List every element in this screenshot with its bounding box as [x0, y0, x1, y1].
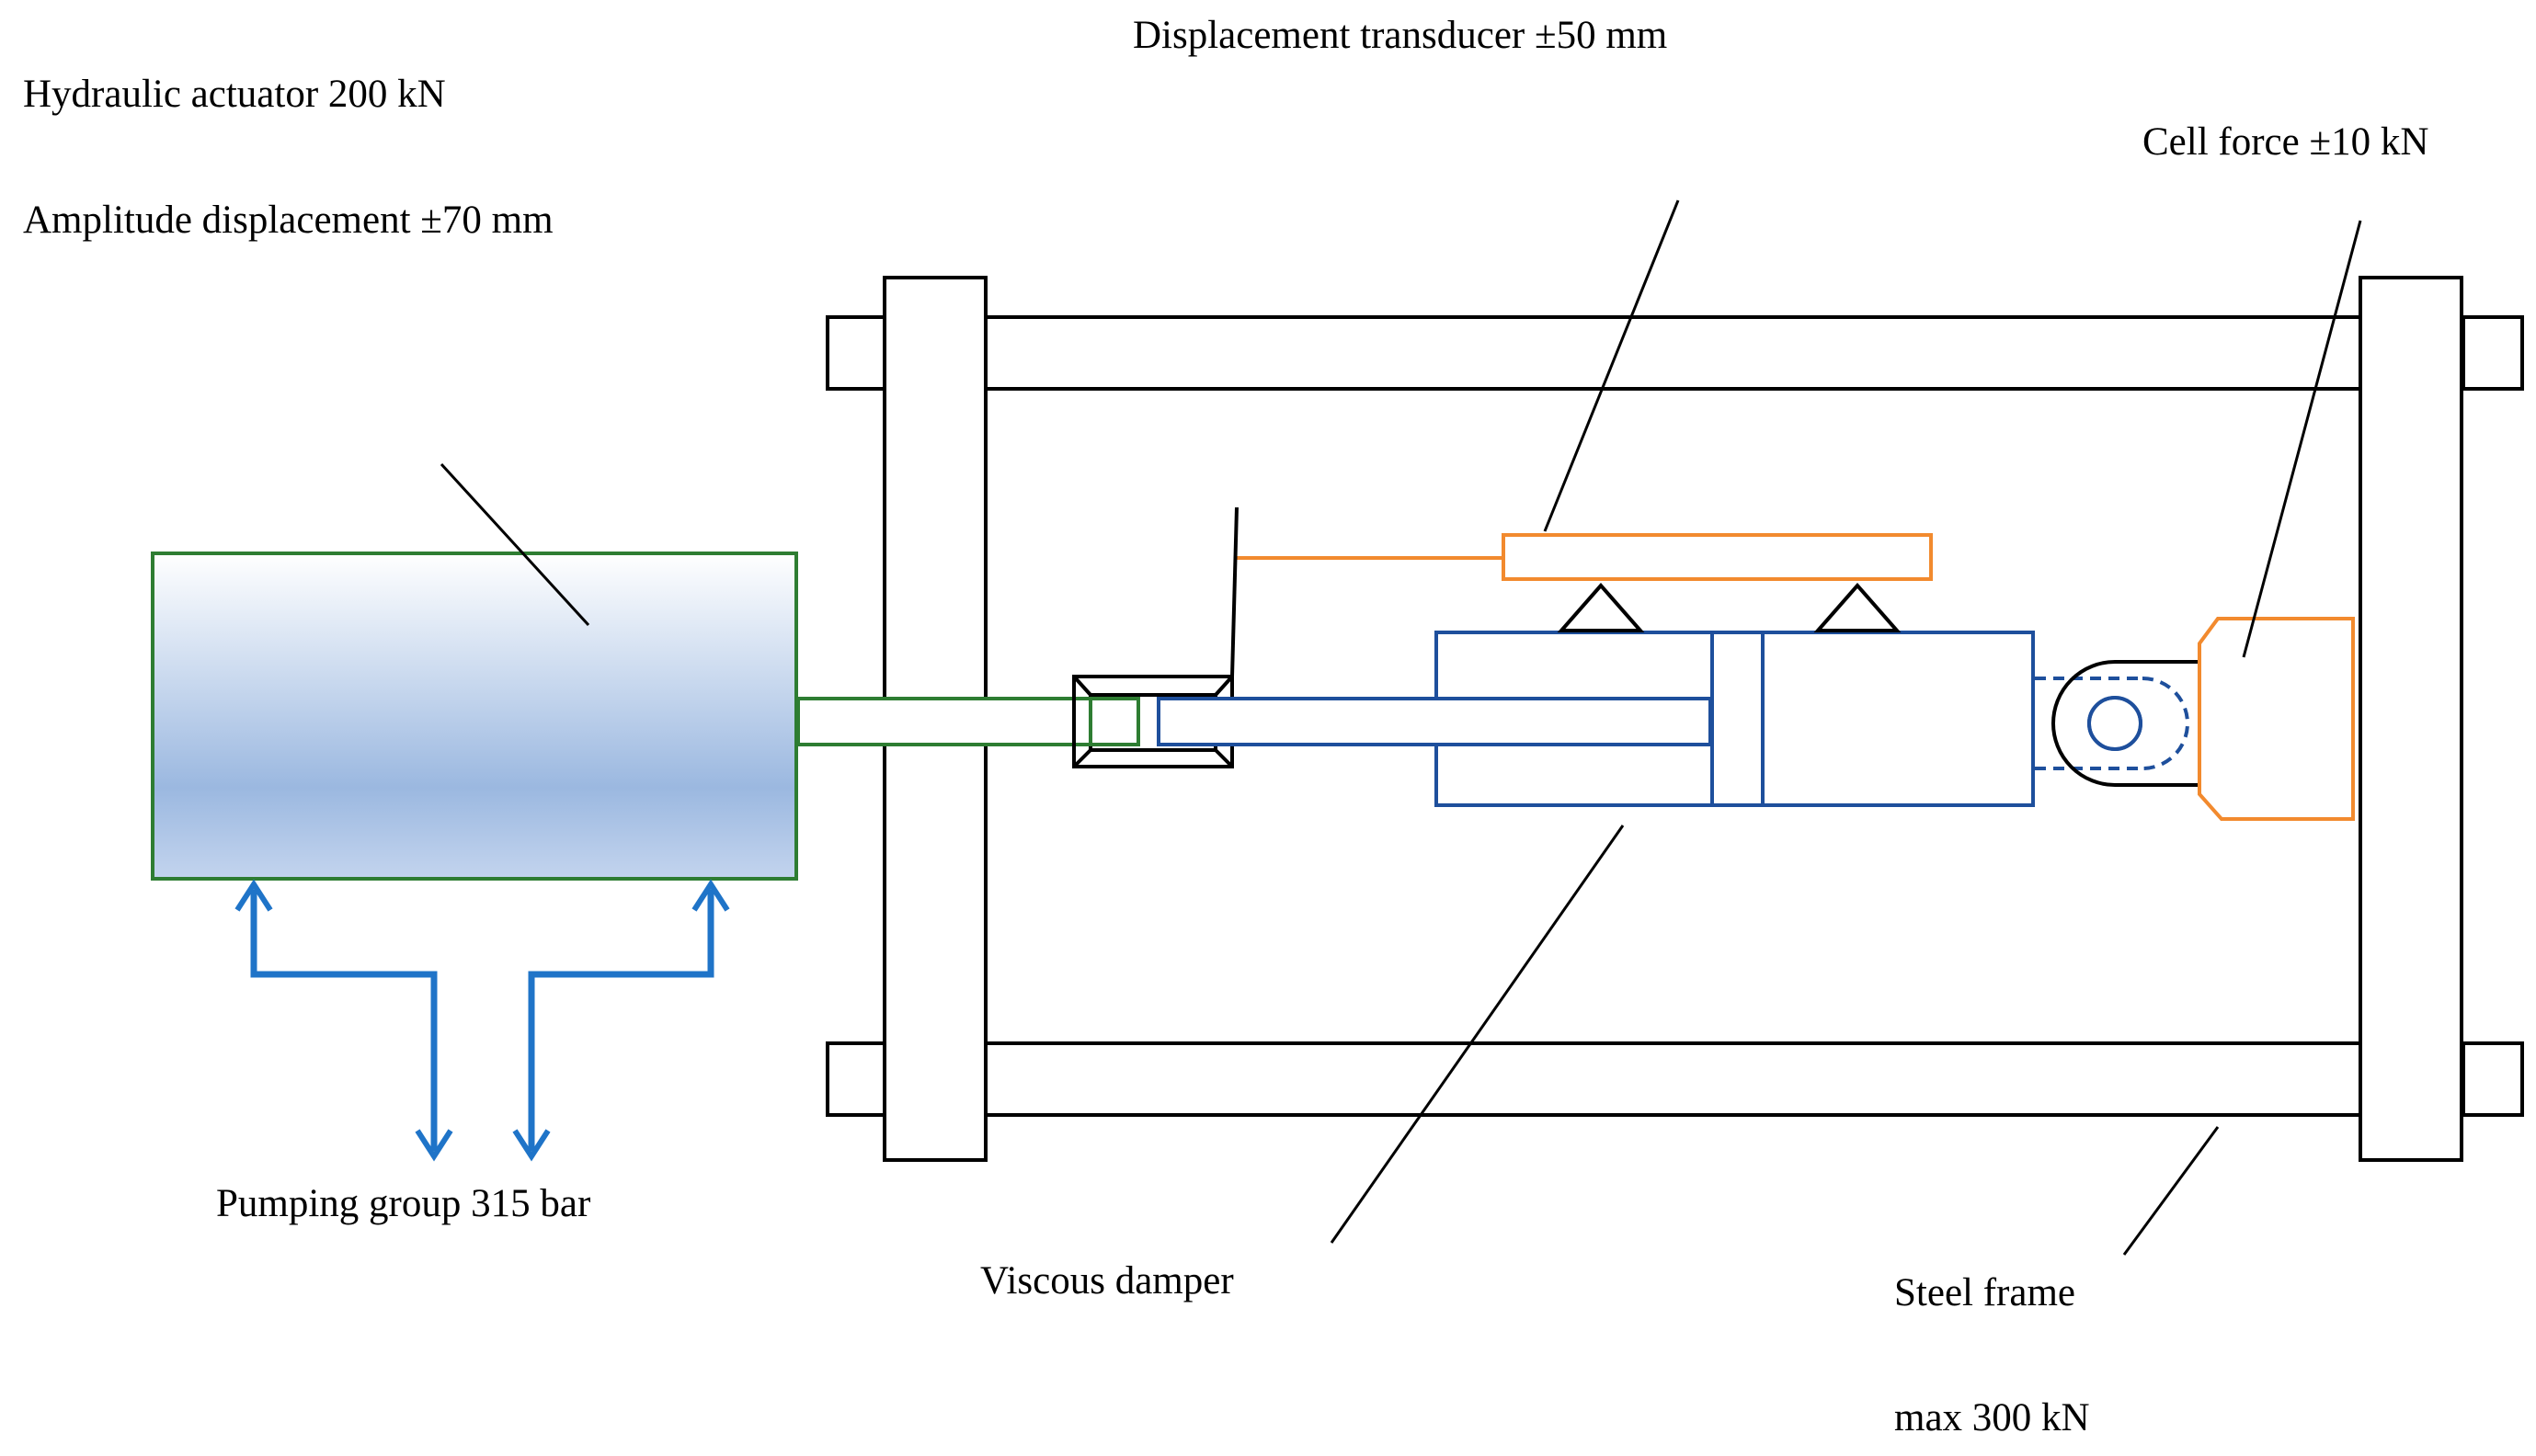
- label-damper: Viscous damper: [980, 1259, 1234, 1302]
- leader-transducer: [1543, 199, 1680, 532]
- damper-cylinder-right: [1761, 631, 2035, 807]
- label-actuator: Hydraulic actuator 200 kN: [23, 73, 446, 116]
- arrow-up-left-icon: [234, 879, 273, 912]
- frame-top-right-stub: [2462, 315, 2524, 391]
- leader-actuator: [440, 462, 590, 627]
- frame-bottom-right-stub: [2462, 1041, 2524, 1117]
- frame-bottom-left-stub: [826, 1041, 888, 1117]
- transducer-bracket: [1230, 506, 1239, 677]
- leader-damper: [1330, 825, 1625, 1244]
- displacement-transducer: [1230, 506, 1933, 677]
- label-frame-max: max 300 kN: [1894, 1396, 2090, 1439]
- flow-line-left: [250, 890, 438, 1151]
- arrow-down-left-icon: [415, 1129, 453, 1162]
- leader-frame: [2122, 1126, 2220, 1256]
- frame-right-column: [2359, 276, 2463, 1162]
- pumping-flow-arrows: [250, 890, 714, 1151]
- label-transducer: Displacement transducer ±50 mm: [1133, 14, 1667, 57]
- clevis-eye: [2051, 660, 2198, 787]
- arrow-up-right-icon: [691, 879, 730, 912]
- label-cell-force: Cell force ±10 kN: [2142, 120, 2428, 164]
- arrow-down-right-icon: [512, 1129, 551, 1162]
- leader-cell-force: [2242, 220, 2362, 658]
- frame-bottom-beam: [984, 1041, 2362, 1117]
- flow-line-right: [528, 890, 714, 1151]
- hydraulic-actuator: [151, 552, 1092, 881]
- viscous-damper: [1157, 631, 2035, 807]
- transducer-support-left: [1557, 582, 1645, 632]
- actuator-rod: [796, 697, 1092, 746]
- label-pumping: Pumping group 315 bar: [216, 1182, 590, 1225]
- label-amplitude: Amplitude displacement ±70 mm: [23, 199, 554, 242]
- transducer-support-right: [1813, 582, 1902, 632]
- leader-lines: [440, 199, 2362, 1256]
- actuator-rod-end: [1089, 697, 1140, 746]
- frame-top-beam: [984, 315, 2362, 391]
- actuator-body: [151, 552, 798, 881]
- load-cell: [2198, 617, 2355, 821]
- damper-clevis: [2035, 677, 2189, 770]
- label-frame: Steel frame: [1894, 1271, 2075, 1314]
- frame-top-left-stub: [826, 315, 888, 391]
- damper-piston-band: [1710, 631, 1765, 807]
- transducer-body: [1502, 533, 1933, 581]
